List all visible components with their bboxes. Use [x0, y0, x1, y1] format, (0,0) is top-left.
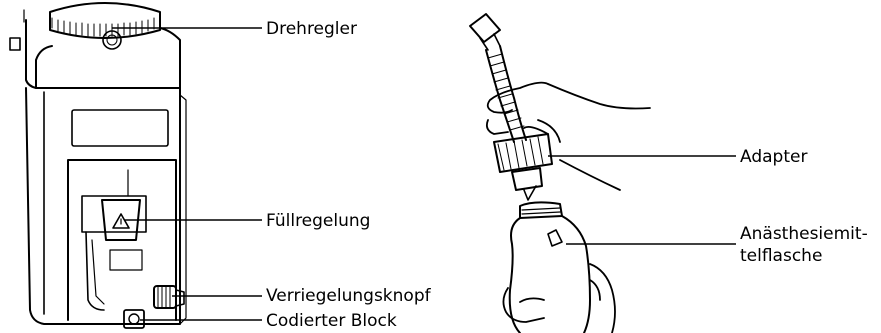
coded-block-drawing: [124, 310, 144, 328]
bottle-drawing: [510, 202, 590, 333]
label-lock-knob: Verriegelungsknopf: [266, 286, 431, 306]
label-fill-control: Füllregelung: [266, 211, 370, 231]
label-bottle-line2: telflasche: [740, 246, 822, 266]
label-adapter: Adapter: [740, 147, 807, 167]
adapter-drawing: [470, 14, 552, 200]
lower-hand-drawing: [503, 264, 615, 333]
dial-drawing: [50, 3, 160, 49]
label-bottle-line1: Anästhesiemit-: [740, 224, 868, 244]
label-dial: Drehregler: [266, 19, 357, 39]
label-coded-block: Codierter Block: [266, 311, 397, 331]
vaporizer-drawing: [10, 3, 186, 328]
